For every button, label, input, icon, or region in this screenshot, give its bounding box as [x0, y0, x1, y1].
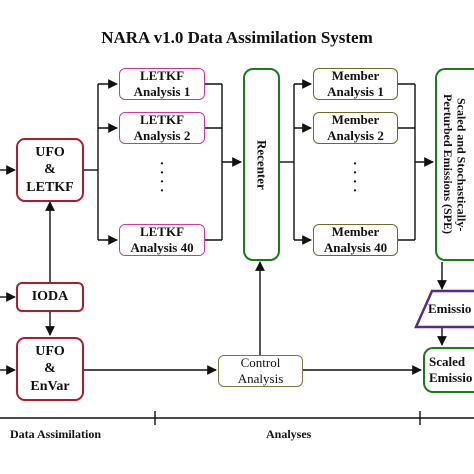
- ioda-node: IODA: [16, 282, 84, 312]
- ufo-letkf-line-2: &: [44, 162, 56, 178]
- ioda-label: IODA: [31, 289, 69, 305]
- member-ellipsis: · · · ·: [352, 157, 358, 199]
- letkf-analysis-40: LETKF Analysis 40: [119, 224, 205, 256]
- letkf-analysis-1: LETKF Analysis 1: [119, 68, 205, 100]
- control-analysis-node: Control Analysis: [218, 355, 303, 387]
- footer-analyses: Analyses: [266, 427, 312, 441]
- member-analysis-1: Member Analysis 1: [313, 68, 398, 100]
- emissions-label: Emissio: [428, 301, 472, 316]
- member-analysis-40: Member Analysis 40: [313, 224, 398, 256]
- ufo-envar-line-3: EnVar: [30, 378, 70, 394]
- letkf-analysis-40-line-1: LETKF: [139, 223, 185, 239]
- scaled-emissions-line-1: Scaled: [429, 353, 466, 369]
- letkf-ellipsis: · · · ·: [159, 157, 165, 199]
- control-analysis-line-2: Analysis: [237, 371, 284, 386]
- letkf-analysis-1-line-1: LETKF: [139, 67, 185, 83]
- recenter-node: Recenter: [243, 68, 280, 261]
- scaled-emissions-line-2: Emissio: [429, 370, 473, 385]
- letkf-analysis-2: LETKF Analysis 2: [119, 112, 205, 144]
- member-analysis-2-line-1: Member: [331, 111, 380, 127]
- letkf-analysis-2-line-2: Analysis 2: [133, 128, 191, 143]
- spe-node: Scaled and Stochastically- Perturbed Emi…: [435, 68, 474, 261]
- member-analysis-2-line-2: Analysis 2: [327, 128, 384, 143]
- control-analysis-line-1: Control: [240, 354, 281, 370]
- member-analysis-2: Member Analysis 2: [313, 112, 398, 144]
- member-analysis-40-line-1: Member: [331, 223, 380, 239]
- ufo-letkf-line-3: LETKF: [26, 179, 74, 195]
- ufo-letkf-line-1: UFO: [35, 144, 65, 160]
- ufo-envar-line-1: UFO: [35, 343, 65, 359]
- recenter-label: Recenter: [254, 139, 270, 190]
- spe-label: Scaled and Stochastically- Perturbed Emi…: [440, 94, 469, 235]
- member-analysis-1-line-2: Analysis 1: [327, 84, 384, 99]
- letkf-analysis-2-line-1: LETKF: [139, 111, 185, 127]
- spe-line-1: Scaled and Stochastically-: [454, 97, 469, 232]
- ufo-letkf-node: UFO & LETKF: [16, 138, 84, 202]
- footer-data-assimilation: Data Assimilation: [10, 427, 102, 441]
- letkf-analysis-1-line-2: Analysis 1: [133, 84, 191, 99]
- diagram-title: NARA v1.0 Data Assimilation System: [101, 28, 373, 47]
- letkf-analysis-40-line-2: Analysis 40: [130, 240, 194, 255]
- member-analysis-40-line-2: Analysis 40: [323, 240, 388, 255]
- ufo-envar-line-2: &: [44, 361, 56, 377]
- spe-line-2: Perturbed Emissions (SPE): [440, 94, 455, 235]
- emissions-shape: [414, 289, 474, 329]
- scaled-emissions-node: Scaled Emissio: [423, 347, 474, 393]
- member-analysis-1-line-1: Member: [331, 67, 380, 83]
- ufo-envar-node: UFO & EnVar: [16, 337, 84, 401]
